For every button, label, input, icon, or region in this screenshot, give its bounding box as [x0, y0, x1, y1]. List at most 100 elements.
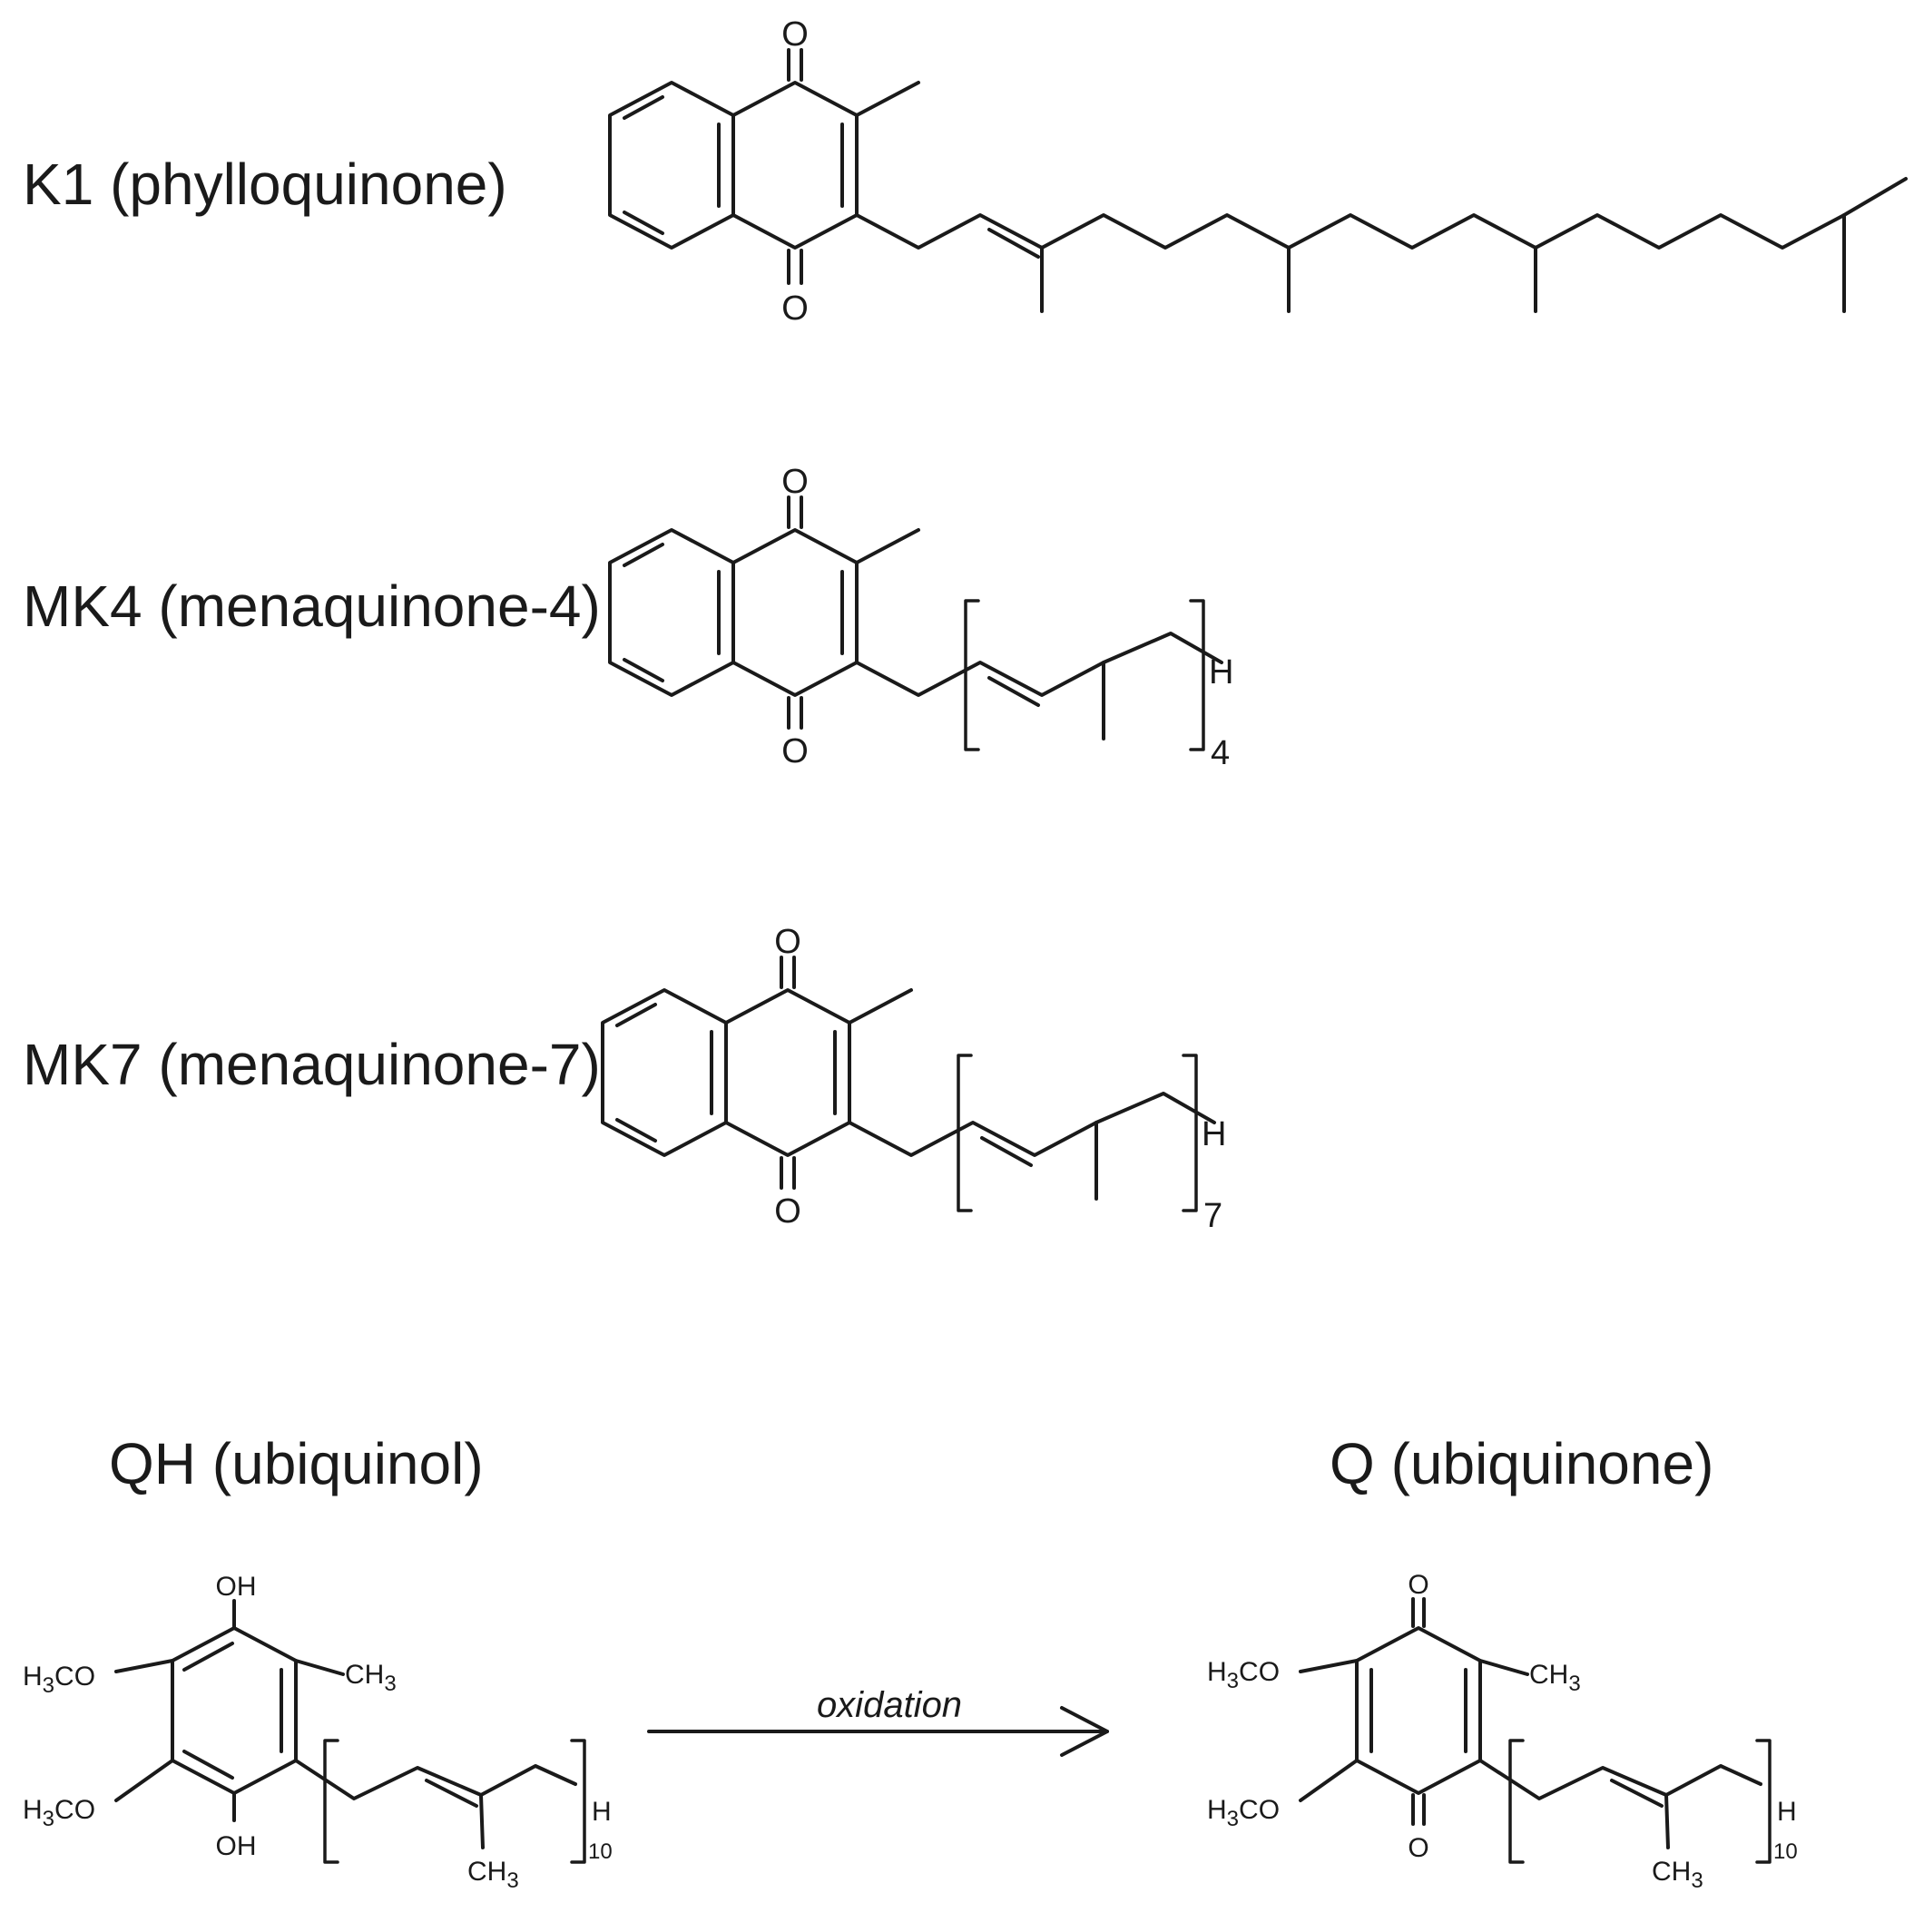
k1-aromatic-bond	[623, 211, 664, 235]
methyl-ch: CH	[345, 1660, 384, 1690]
qh-structure: QH (ubiquinol) OH OH H3CO H3CO CH3 CH3 H…	[23, 1431, 613, 1893]
q-methoxy-bottom: H3CO	[1207, 1795, 1280, 1831]
k1-quinone-ring	[731, 81, 859, 250]
qh-chain-double-bond	[425, 1779, 478, 1808]
q-methoxy-bond	[1299, 1659, 1359, 1673]
mk4-aromatic-bond	[623, 658, 664, 682]
qh-chain-methyl-label: CH3	[467, 1857, 519, 1893]
methoxy-subscript: 3	[1227, 1807, 1239, 1831]
k1-phytyl-chain	[855, 177, 1908, 250]
mk4-aromatic-bond	[623, 543, 664, 567]
methoxy-co: CO	[54, 1662, 95, 1692]
q-left-bracket	[1508, 1739, 1525, 1864]
qh-aromatic-ring	[171, 1626, 298, 1795]
k1-structure: K1 (phylloquinone) O O	[23, 15, 1908, 328]
reaction-label: oxidation	[817, 1685, 962, 1725]
methoxy-co: CO	[1239, 1657, 1280, 1687]
q-quinone-ring	[1355, 1626, 1482, 1795]
mk7-left-bracket	[957, 1054, 973, 1212]
methoxy-h: H	[1207, 1795, 1227, 1825]
mk4-structure: MK4 (menaquinone-4) O O H 4	[23, 463, 1233, 772]
methyl-subscript: 3	[1568, 1672, 1580, 1696]
qh-methoxy-bottom: H3CO	[23, 1795, 95, 1831]
mk7-right-bracket	[1182, 1054, 1198, 1212]
mk7-repeat-count: 7	[1203, 1197, 1222, 1235]
qh-isoprene-chain	[294, 1759, 577, 1800]
methoxy-co: CO	[54, 1795, 95, 1825]
mk7-isoprene-chain	[848, 1092, 1216, 1157]
k1-aromatic-bond	[623, 95, 664, 120]
k1-methyl-bond	[855, 81, 920, 117]
mk7-oxygen-bottom: O	[774, 1192, 801, 1231]
q-methoxy-bond	[1299, 1759, 1359, 1802]
methyl-subscript: 3	[1691, 1868, 1703, 1893]
mk4-quinone-ring	[731, 528, 859, 697]
mk7-aromatic-bond	[615, 1118, 657, 1143]
mk7-structure: MK7 (menaquinone-7) O O H 7	[23, 923, 1226, 1235]
qh-hydrogen: H	[592, 1797, 612, 1827]
mk4-isoprene-chain	[855, 632, 1223, 697]
q-chain-methyl-label: CH3	[1652, 1857, 1703, 1893]
methyl-ch: CH	[1652, 1857, 1691, 1887]
mk4-benzene-ring	[608, 528, 735, 697]
k1-name: K1 (phylloquinone)	[23, 152, 507, 217]
q-chain-double-bond	[1610, 1779, 1664, 1808]
qh-hydroxyl-bottom: OH	[216, 1831, 257, 1861]
qh-name: QH (ubiquinol)	[109, 1431, 484, 1496]
qh-right-bracket	[570, 1739, 586, 1864]
q-chain-methyl	[1664, 1793, 1670, 1849]
mk4-right-bracket	[1189, 599, 1205, 751]
qh-left-bracket	[323, 1739, 339, 1864]
reaction-arrow: oxidation	[647, 1685, 1109, 1757]
qh-aromatic-bond	[182, 1642, 234, 1672]
methyl-ch: CH	[1529, 1660, 1568, 1690]
methyl-subscript: 3	[506, 1868, 518, 1893]
q-repeat-count: 10	[1773, 1839, 1798, 1864]
mk4-repeat-count: 4	[1211, 734, 1230, 772]
methoxy-h: H	[23, 1662, 43, 1692]
q-oxygen-bottom: O	[1408, 1833, 1428, 1863]
qh-aromatic-bond	[182, 1750, 234, 1780]
mk7-methyl-bond	[848, 988, 913, 1025]
q-structure: Q (ubiquinone) O O H3CO H3CO CH3 CH3 H 1…	[1207, 1431, 1798, 1893]
mk7-benzene-ring	[601, 988, 728, 1157]
qh-methoxy-top: H3CO	[23, 1662, 95, 1698]
methoxy-h: H	[1207, 1657, 1227, 1687]
mk4-chain-double-bond	[987, 676, 1040, 707]
qh-methoxy-bond	[114, 1659, 174, 1673]
methoxy-subscript: 3	[43, 1807, 54, 1831]
mk7-aromatic-bond	[615, 1003, 657, 1027]
mk4-methyl-bond	[855, 528, 920, 564]
q-methyl-bond	[1478, 1659, 1529, 1676]
mk4-hydrogen: H	[1209, 653, 1233, 691]
methyl-ch: CH	[467, 1857, 506, 1887]
mk4-name: MK4 (menaquinone-4)	[23, 574, 601, 639]
mk4-left-bracket	[964, 599, 980, 751]
mk7-name: MK7 (menaquinone-7)	[23, 1032, 601, 1097]
qh-methyl: CH3	[345, 1660, 397, 1696]
q-hydrogen: H	[1777, 1797, 1797, 1827]
qh-methyl-bond	[294, 1659, 345, 1676]
methoxy-subscript: 3	[43, 1673, 54, 1698]
q-methyl: CH3	[1529, 1660, 1581, 1696]
mk4-oxygen-top: O	[781, 463, 809, 501]
mk7-chain-double-bond	[980, 1136, 1033, 1167]
k1-oxygen-top: O	[781, 15, 809, 54]
qh-hydroxyl-top: OH	[216, 1572, 257, 1602]
qh-methoxy-bond	[114, 1759, 174, 1802]
q-right-bracket	[1755, 1739, 1772, 1864]
k1-oxygen-bottom: O	[781, 289, 809, 328]
k1-chain-double-bond	[987, 228, 1040, 259]
methoxy-subscript: 3	[1227, 1669, 1239, 1693]
qh-chain-methyl	[479, 1793, 485, 1849]
q-isoprene-chain	[1478, 1759, 1762, 1800]
q-name: Q (ubiquinone)	[1330, 1431, 1713, 1496]
methoxy-h: H	[23, 1795, 43, 1825]
mk7-oxygen-top: O	[774, 923, 801, 961]
methyl-subscript: 3	[384, 1672, 396, 1696]
mk7-hydrogen: H	[1202, 1115, 1226, 1153]
k1-benzene-ring	[608, 81, 735, 250]
mk7-quinone-ring	[724, 988, 851, 1157]
arrow-head-icon	[1060, 1706, 1109, 1757]
